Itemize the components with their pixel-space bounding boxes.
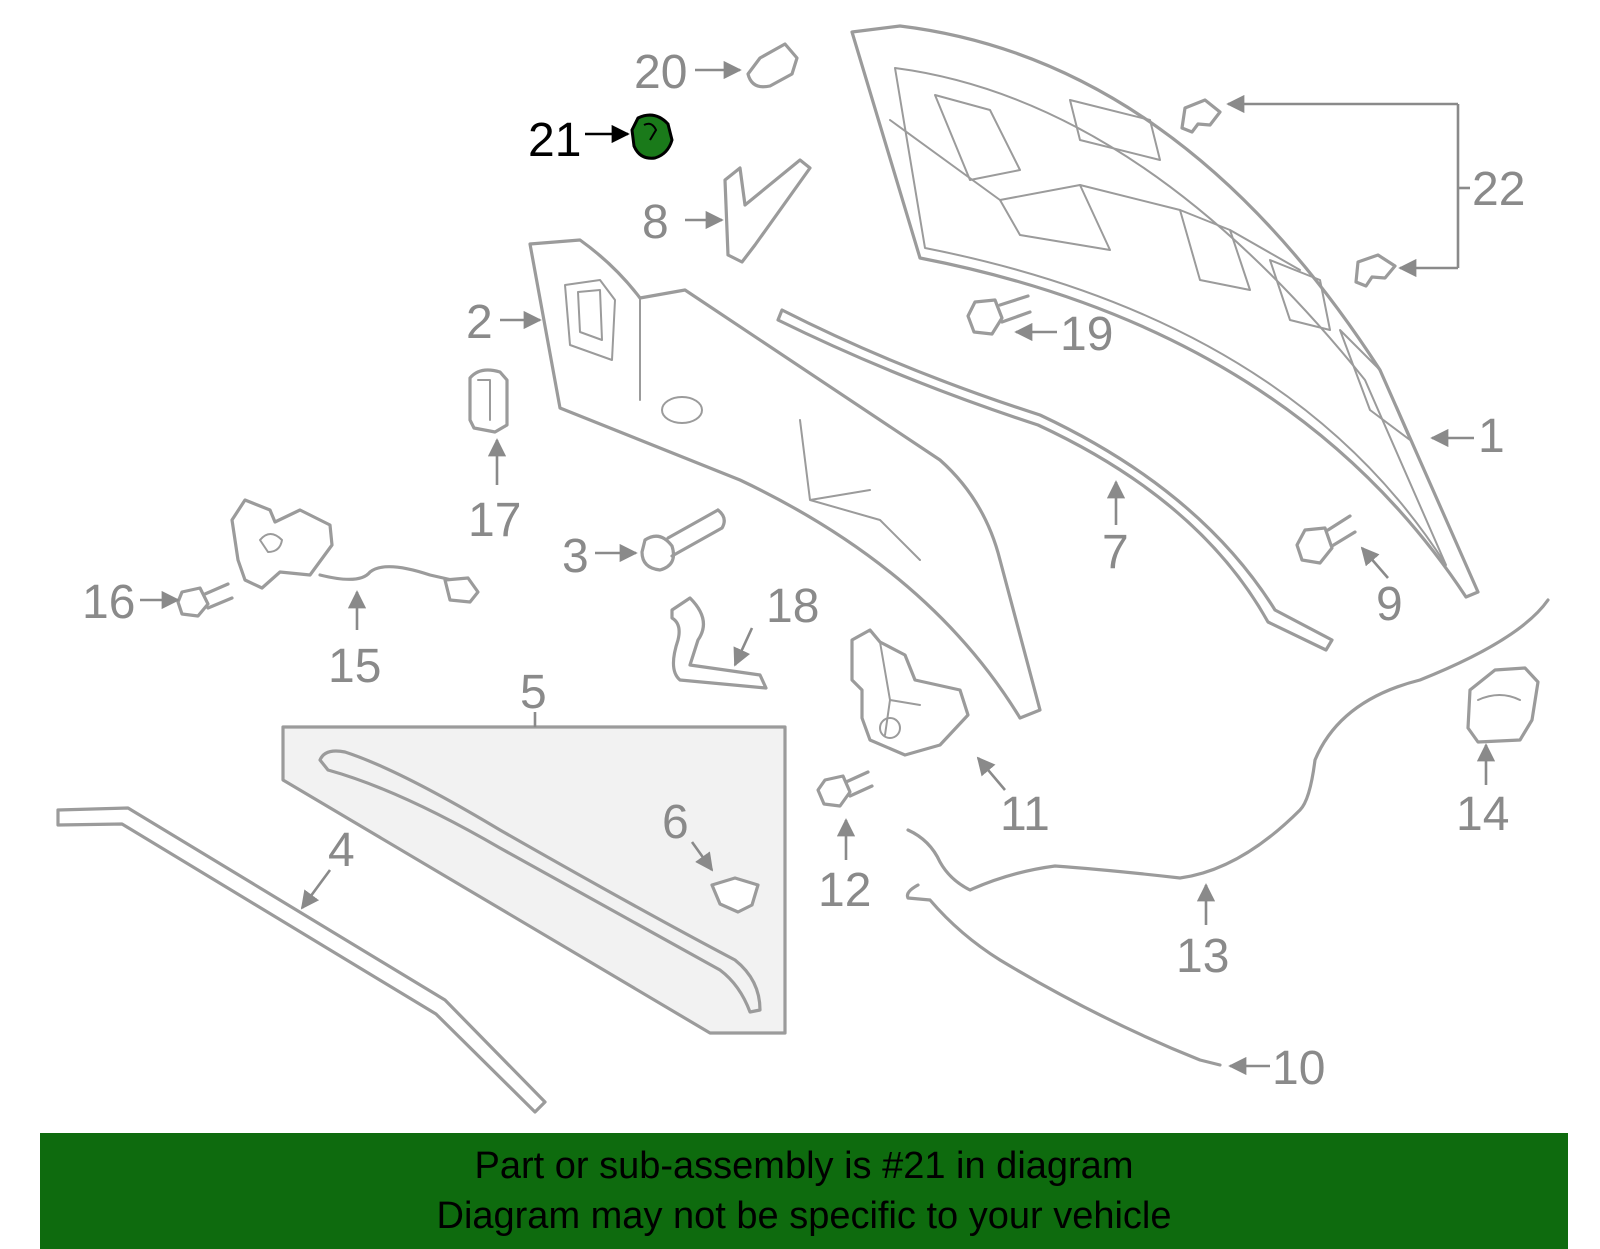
callout-numbers: 1 2 3 4 5 6 7 8 9 10 11 12 13 14 15 16 1… bbox=[82, 46, 1525, 1095]
bolt-9 bbox=[1295, 514, 1357, 565]
callout-20: 20 bbox=[634, 46, 687, 99]
insulator-part bbox=[528, 238, 1042, 720]
hood-seal-part bbox=[776, 308, 1334, 652]
callout-2: 2 bbox=[466, 296, 493, 349]
callout-16: 16 bbox=[82, 576, 135, 629]
callout-8: 8 bbox=[642, 196, 669, 249]
latch-11 bbox=[850, 628, 970, 757]
hose-18 bbox=[670, 596, 768, 690]
callout-18: 18 bbox=[766, 580, 819, 633]
callout-21-highlighted: 21 bbox=[528, 114, 581, 167]
callout-22: 22 bbox=[1472, 163, 1525, 216]
banner-line-disclaimer: Diagram may not be specific to your vehi… bbox=[436, 1195, 1172, 1237]
cable-13 bbox=[906, 598, 1550, 892]
banner-line-part: Part or sub-assembly is #21 in diagram bbox=[474, 1145, 1134, 1187]
callout-5: 5 bbox=[520, 666, 547, 719]
bumper-20 bbox=[746, 42, 799, 89]
hood-part bbox=[850, 24, 1480, 599]
bumper-17 bbox=[468, 368, 509, 434]
callout-3: 3 bbox=[562, 530, 589, 583]
bolt-19 bbox=[966, 294, 1032, 336]
bolt-12 bbox=[816, 770, 874, 808]
prop-rod-stud-3 bbox=[640, 508, 726, 572]
leader-lines bbox=[140, 60, 1496, 1076]
callout-10: 10 bbox=[1272, 1042, 1325, 1095]
sensor-15 bbox=[230, 498, 480, 604]
callout-14: 14 bbox=[1456, 788, 1509, 841]
panel-5 bbox=[281, 725, 787, 1035]
callout-11: 11 bbox=[1000, 788, 1050, 841]
callout-6: 6 bbox=[662, 796, 689, 849]
handle-14 bbox=[1466, 666, 1540, 744]
callout-1: 1 bbox=[1478, 410, 1505, 463]
seal-4 bbox=[56, 806, 547, 1114]
clip-22-upper bbox=[1180, 98, 1222, 134]
callout-13: 13 bbox=[1176, 930, 1229, 983]
callout-12: 12 bbox=[818, 864, 871, 917]
clip-22-lower bbox=[1354, 253, 1397, 288]
callout-15: 15 bbox=[328, 640, 381, 693]
rod-10 bbox=[905, 883, 1222, 1067]
callout-7: 7 bbox=[1102, 526, 1129, 579]
info-banner: Part or sub-assembly is #21 in diagram D… bbox=[40, 1133, 1568, 1249]
bracket-8 bbox=[723, 158, 812, 264]
callout-9: 9 bbox=[1376, 578, 1403, 631]
bolt-16 bbox=[176, 582, 234, 618]
callout-17: 17 bbox=[468, 494, 521, 547]
callout-4: 4 bbox=[328, 824, 355, 877]
callout-19: 19 bbox=[1060, 308, 1113, 361]
bumper-21-highlighted bbox=[630, 113, 674, 160]
